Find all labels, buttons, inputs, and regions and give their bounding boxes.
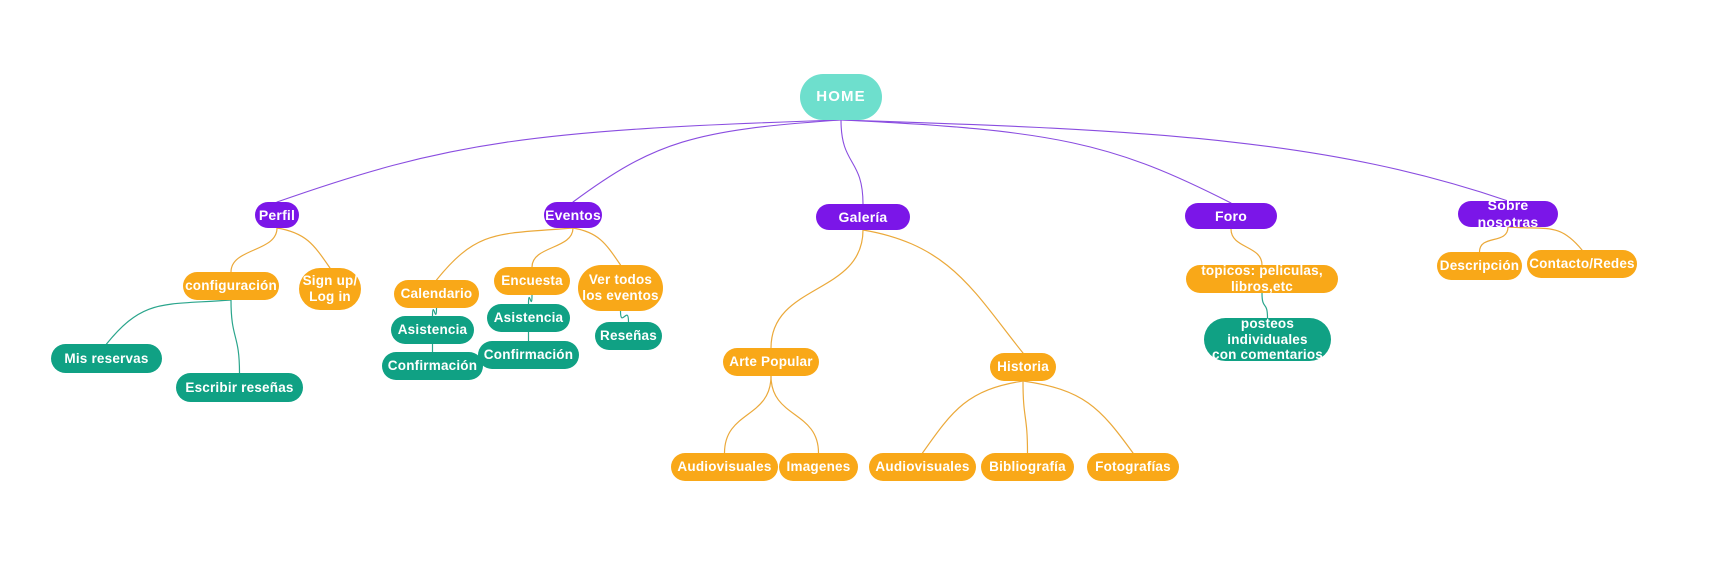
mindmap-node-descripcion[interactable]: Descripción — [1437, 252, 1522, 280]
mindmap-node-escribir[interactable]: Escribir reseñas — [176, 373, 303, 402]
edge-home-to-perfil — [276, 119, 842, 203]
mindmap-node-confirm1[interactable]: Confirmación — [382, 352, 483, 380]
mindmap-node-resenas[interactable]: Reseñas — [595, 322, 662, 350]
mindmap-node-topicos[interactable]: topicos: peliculas, libros,etc — [1186, 263, 1338, 294]
mindmap-node-perfil[interactable]: Perfil — [255, 202, 299, 228]
mindmap-node-foro[interactable]: Foro — [1185, 203, 1277, 229]
edge-config-to-escribir — [230, 299, 241, 374]
mindmap-node-home[interactable]: HOME — [800, 74, 882, 120]
edge-topicos-to-posteos — [1261, 292, 1269, 319]
mindmap-node-biblio[interactable]: Bibliografía — [981, 453, 1074, 481]
edge-home-to-galeria — [840, 119, 864, 205]
edge-perfil-to-signup — [276, 227, 331, 269]
edge-calendario-to-asistencia1 — [431, 307, 438, 317]
mindmap-node-sobre[interactable]: Sobre nosotras — [1458, 197, 1558, 230]
mindmap-node-signup[interactable]: Sign up/ Log in — [299, 268, 361, 310]
edge-home-to-foro — [840, 119, 1232, 204]
edge-galeria-to-historia — [862, 229, 1024, 354]
mindmap-node-confirm2[interactable]: Confirmación — [478, 341, 579, 369]
edge-galeria-to-arte — [770, 229, 864, 349]
mindmap-node-historia[interactable]: Historia — [990, 353, 1056, 381]
mindmap-node-asistencia1[interactable]: Asistencia — [391, 316, 474, 344]
edge-sobre-to-descripcion — [1478, 226, 1509, 253]
edge-home-to-sobre — [840, 119, 1509, 202]
mindmap-node-asistencia2[interactable]: Asistencia — [487, 304, 570, 332]
edge-historia-to-fotos — [1022, 380, 1134, 454]
mindmap-node-contacto[interactable]: Contacto/Redes — [1527, 250, 1637, 278]
edge-foro-to-topicos — [1230, 228, 1263, 266]
edge-config-to-misres — [105, 299, 232, 345]
mindmap-node-vertodos[interactable]: Ver todos los eventos — [578, 265, 663, 311]
mindmap-node-imagenes[interactable]: Imagenes — [779, 453, 858, 481]
mindmap-node-arte[interactable]: Arte Popular — [723, 348, 819, 376]
mindmap-node-posteos[interactable]: posteos individuales con comentarios — [1204, 316, 1331, 362]
edge-historia-to-biblio — [1022, 380, 1029, 454]
mindmap-node-galeria[interactable]: Galería — [816, 204, 910, 230]
mindmap-node-audio1[interactable]: Audiovisuales — [671, 453, 778, 481]
mindmap-node-encuesta[interactable]: Encuesta — [494, 267, 570, 295]
mindmap-node-eventos[interactable]: Eventos — [544, 202, 602, 228]
edge-arte-to-imagenes — [770, 375, 820, 454]
edge-eventos-to-vertodos — [572, 227, 622, 266]
mindmap-node-misres[interactable]: Mis reservas — [51, 344, 162, 373]
edge-vertodos-to-resenas — [619, 310, 630, 323]
edge-historia-to-audio2 — [921, 380, 1024, 454]
mindmap-node-config[interactable]: configuración — [183, 272, 279, 300]
mindmap-node-calendario[interactable]: Calendario — [394, 280, 479, 308]
edge-home-to-eventos — [572, 119, 842, 203]
edge-perfil-to-config — [230, 227, 278, 273]
mindmap-node-audio2[interactable]: Audiovisuales — [869, 453, 976, 481]
edge-eventos-to-encuesta — [531, 227, 574, 268]
edge-arte-to-audio1 — [723, 375, 772, 454]
mindmap-node-fotos[interactable]: Fotografías — [1087, 453, 1179, 481]
edge-encuesta-to-asistencia2 — [527, 294, 533, 305]
